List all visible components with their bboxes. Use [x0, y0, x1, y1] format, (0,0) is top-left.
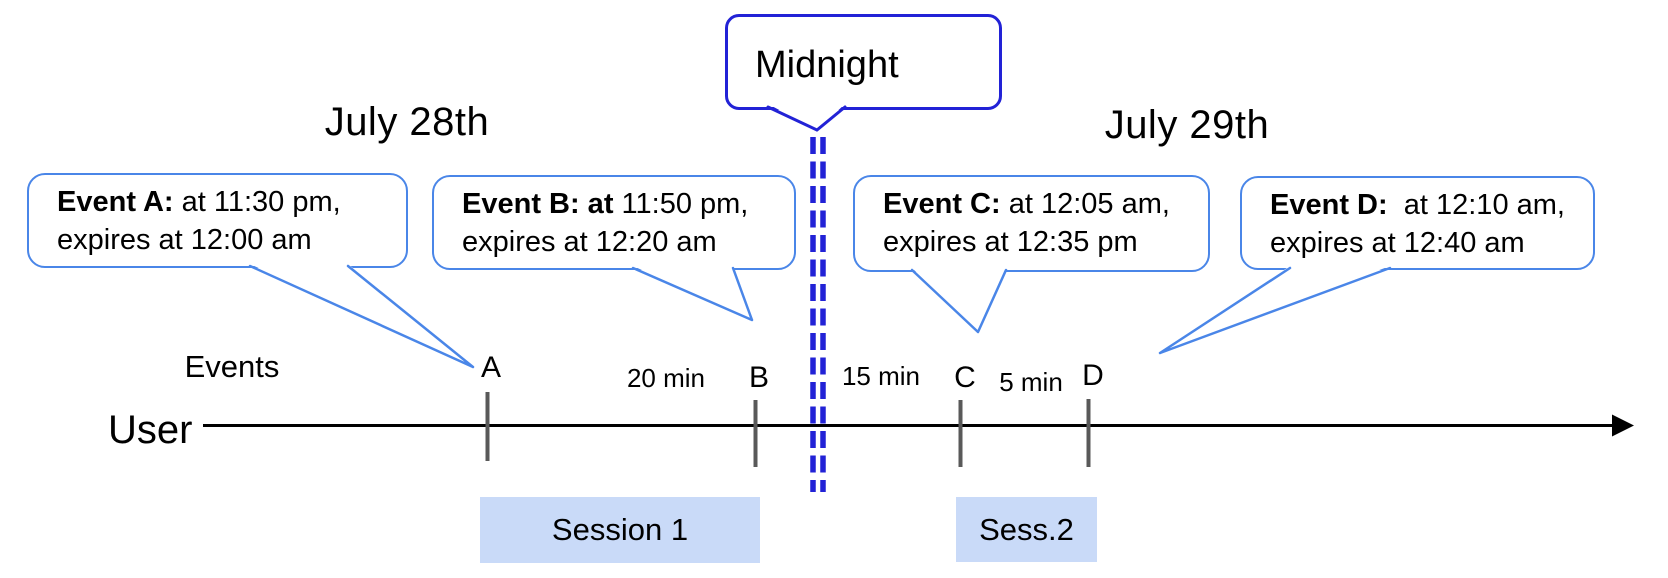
event-a-line1: Event A: at 11:30 pm, [57, 186, 341, 218]
events-axis-label: Events [184, 349, 280, 384]
event-a-callout: Event A: at 11:30 pm, expires at 12:00 a… [27, 173, 408, 268]
event-c-callout-tail [912, 268, 1006, 332]
event-d-callout-tail-stroke [1158, 266, 1392, 355]
interval-label-20min: 20 min [626, 363, 706, 393]
event-c-line1: Event C: at 12:05 am, [883, 188, 1170, 220]
midnight-label: Midnight [755, 44, 899, 86]
event-b-callout: Event B: at 11:50 pm, expires at 12:20 a… [432, 175, 796, 270]
event-b-line1: Event B: at 11:50 pm, [462, 188, 749, 220]
tick-label-d: D [1082, 359, 1104, 392]
event-d-line2: expires at 12:40 am [1270, 227, 1525, 259]
midnight-callout: Midnight [725, 14, 1002, 110]
day-title-july-29: July 29th [1104, 103, 1270, 147]
tick-label-a: A [480, 351, 501, 384]
event-b-line2: expires at 12:20 am [462, 226, 717, 258]
midnight-callout-tail-stroke [766, 105, 847, 132]
interval-label-5min: 5 min [999, 367, 1063, 397]
event-d-callout: Event D: at 12:10 am, expires at 12:40 a… [1240, 176, 1595, 270]
session-1-box: Session 1 [480, 497, 760, 563]
timeline-arrowhead-icon [1612, 414, 1634, 437]
user-axis-label: User [108, 408, 193, 452]
tick-label-b: B [748, 361, 769, 394]
event-c-callout-tail-stroke [910, 268, 1008, 334]
event-b-callout-tail-stroke [631, 266, 754, 322]
session-1-label: Session 1 [551, 512, 689, 547]
event-a-line2: expires at 12:00 am [57, 224, 312, 256]
event-c-line2: expires at 12:35 pm [883, 226, 1138, 258]
event-d-line1: Event D: at 12:10 am, [1270, 189, 1565, 221]
interval-label-15min: 15 min [841, 361, 921, 391]
day-title-july-28: July 28th [324, 100, 490, 144]
event-c-callout: Event C: at 12:05 am, expires at 12:35 p… [853, 175, 1210, 272]
session-2-box: Sess.2 [956, 497, 1097, 562]
event-d-callout-tail [1160, 266, 1390, 353]
session-2-label: Sess.2 [979, 511, 1074, 547]
tick-label-c: C [954, 361, 976, 394]
event-b-callout-tail [633, 266, 752, 320]
